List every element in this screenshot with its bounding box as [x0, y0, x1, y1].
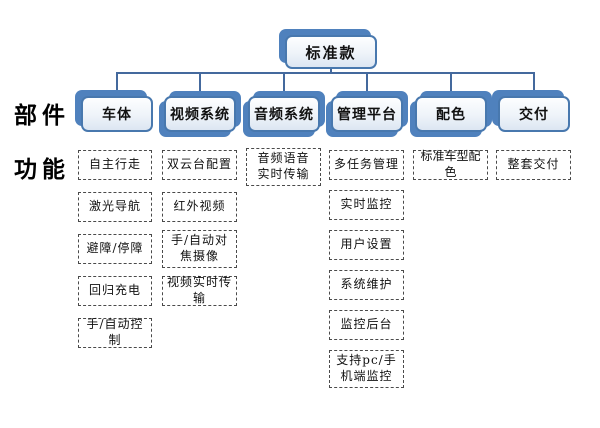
category-label: 视频系统: [170, 107, 230, 123]
function-label: 监控后台: [340, 317, 393, 332]
function-label: 回归充电: [88, 283, 141, 298]
function-box: 支持pc/手机端监控: [329, 350, 404, 388]
function-label: 手/自动对焦摄像: [170, 233, 229, 263]
function-box: 系统维护: [329, 270, 404, 300]
category-label: 音频系统: [254, 107, 314, 123]
function-label: 双云台配置: [166, 157, 232, 172]
function-box: 自主行走: [78, 150, 152, 180]
category-box-delivery: 交付: [492, 90, 570, 132]
category-box-body: 车体: [75, 90, 153, 132]
root-label: 标准款: [305, 43, 357, 62]
function-label: 红外视频: [173, 199, 226, 214]
function-box: 实时监控: [329, 190, 404, 220]
function-box: 标准车型配色: [413, 149, 488, 180]
function-box: 音频语音实时传输: [246, 148, 321, 186]
root-node: 标准款: [279, 29, 377, 69]
row-label-parts: 部件: [14, 102, 70, 129]
function-box: 视频实时传输: [162, 275, 237, 306]
category-box-management-platform: 管理平台: [326, 91, 408, 137]
function-box: 回归充电: [78, 276, 152, 306]
function-box: 用户设置: [329, 230, 404, 260]
row-label-functions: 功能: [14, 156, 70, 183]
function-box: 避障/停障: [78, 234, 152, 264]
function-label: 手/自动控制: [86, 317, 144, 347]
function-label: 整套交付: [507, 157, 560, 172]
function-label: 标准车型配色: [420, 149, 481, 179]
function-label: 自主行走: [88, 157, 141, 172]
function-label: 实时监控: [340, 197, 393, 212]
function-box: 双云台配置: [162, 150, 237, 180]
function-label: 多任务管理: [333, 157, 399, 172]
function-box: 手/自动对焦摄像: [162, 230, 237, 268]
function-label: 激光导航: [88, 199, 141, 214]
function-box: 红外视频: [162, 192, 237, 222]
function-label: 支持pc/手机端监控: [336, 353, 397, 383]
function-label: 音频语音实时传输: [257, 151, 310, 181]
function-label: 用户设置: [340, 237, 393, 252]
function-label: 系统维护: [340, 277, 393, 292]
category-label: 管理平台: [337, 107, 397, 123]
function-box: 手/自动控制: [78, 317, 152, 348]
category-box-color-scheme: 配色: [410, 91, 492, 137]
function-box: 监控后台: [329, 310, 404, 340]
function-label: 避障/停障: [86, 241, 144, 256]
category-label: 车体: [102, 107, 132, 123]
function-box: 激光导航: [78, 192, 152, 222]
category-box-audio-system: 音频系统: [243, 91, 325, 137]
function-label: 视频实时传输: [166, 275, 232, 305]
category-box-video-system: 视频系统: [159, 91, 241, 137]
category-label: 配色: [436, 107, 466, 123]
function-box: 多任务管理: [329, 150, 404, 180]
category-label: 交付: [519, 107, 549, 123]
function-box: 整套交付: [496, 150, 571, 180]
